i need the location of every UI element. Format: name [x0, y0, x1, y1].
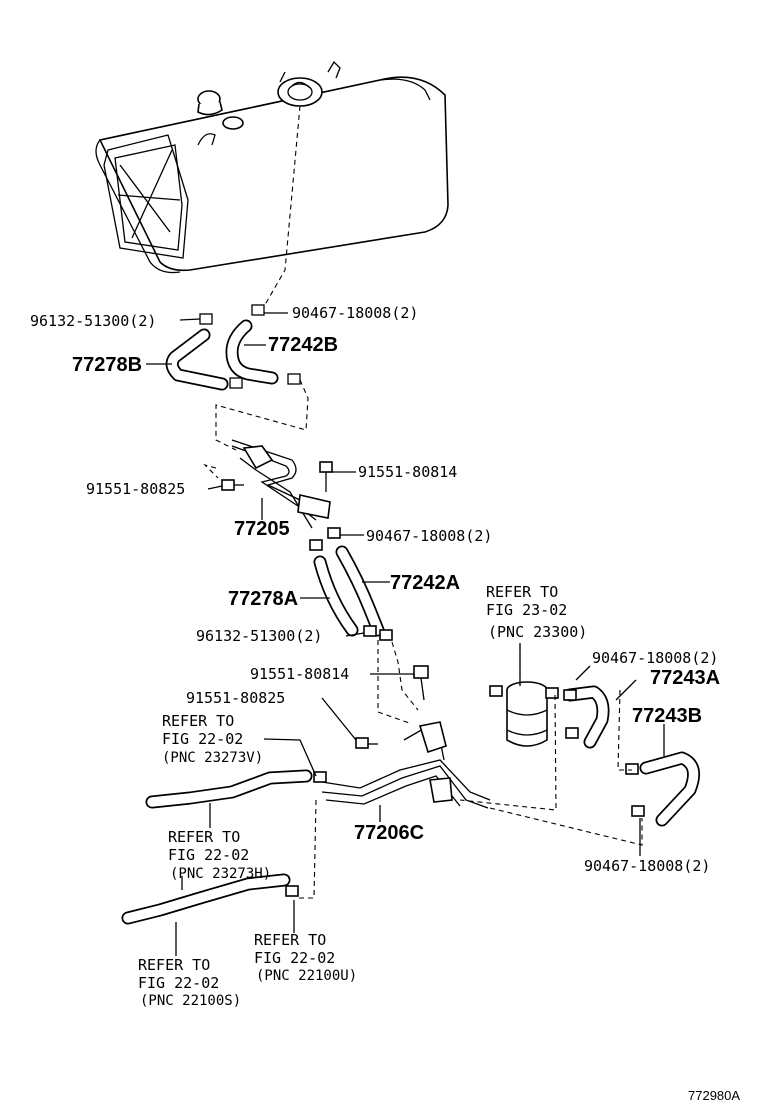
ref-22100S-line3: (PNC 22100S) [140, 993, 241, 1009]
clip-90467-right [563, 689, 645, 817]
clip-96132-mid [363, 625, 393, 641]
leader-lines [146, 312, 665, 956]
ref-23273H-line3: (PNC 23273H) [170, 866, 271, 882]
ref-23273H-line2: FIG 22-02 [168, 846, 249, 864]
ref-fig22-22100U: REFER TO FIG 22-02 (PNC 22100U) [254, 931, 357, 984]
ref-23273V-line2: FIG 22-02 [162, 730, 243, 748]
hose-77243B [639, 751, 701, 827]
ref-23273V-line1: REFER TO [162, 712, 234, 730]
label-90467-18008-right: 90467-18008(2) [592, 649, 718, 667]
label-77242B: 77242B [268, 334, 338, 356]
label-77278A: 77278A [228, 588, 298, 610]
hose-77242B [225, 319, 279, 385]
ref-23273H-line1: REFER TO [168, 828, 240, 846]
ref-fig22-23273V: REFER TO FIG 22-02 (PNC 23273V) [162, 712, 263, 766]
pipe-assy-77206C [321, 721, 491, 809]
label-77243B: 77243B [632, 705, 702, 727]
label-91551-80814-upper: 91551-80814 [358, 463, 457, 481]
hose-77278A [313, 555, 359, 637]
label-90467-18008-bottom: 90467-18008(2) [584, 857, 710, 875]
label-96132-51300-top: 96132-51300(2) [30, 312, 156, 330]
hose-77242A [335, 545, 385, 637]
label-91551-80825-lower: 91551-80825 [186, 689, 285, 707]
pipe-assy-77205 [231, 439, 331, 529]
label-91551-80814-lower: 91551-80814 [250, 665, 349, 683]
label-96132-51300-mid: 96132-51300(2) [196, 627, 322, 645]
clip-lower [285, 771, 327, 897]
charcoal-canister [489, 681, 559, 747]
ref-23273V-line3: (PNC 23273V) [162, 750, 263, 766]
bolt-91551-80825-upper [221, 479, 244, 491]
ref-22100S-line1: REFER TO [138, 956, 210, 974]
ref-22100U-line2: FIG 22-02 [254, 949, 335, 967]
bolt-91551-80825-lower [355, 737, 378, 749]
label-77242A: 77242A [390, 572, 460, 594]
ref-22100S-line2: FIG 22-02 [138, 974, 219, 992]
bolt-91551-80814-upper [319, 461, 333, 492]
hose-77243A [563, 685, 610, 749]
label-91551-80825-upper: 91551-80825 [86, 480, 185, 498]
fuel-tank [95, 60, 449, 274]
ref-fig23-line1: REFER TO [486, 583, 558, 601]
diagram-id: 772980A [688, 1088, 740, 1103]
clip-90467-mid [309, 527, 341, 551]
bolt-91551-80814-lower [413, 665, 429, 701]
ref-22100U-line3: (PNC 22100U) [256, 968, 357, 984]
label-90467-18008-top: 90467-18008(2) [292, 304, 418, 322]
hose-ref-23273V [145, 769, 313, 809]
label-77205: 77205 [234, 518, 290, 540]
label-77206C: 77206C [354, 822, 424, 844]
ref-fig22-22100S: REFER TO FIG 22-02 (PNC 22100S) [138, 956, 241, 1009]
label-90467-18008-mid: 90467-18008(2) [366, 527, 492, 545]
label-77243A: 77243A [650, 667, 720, 689]
ref-22100U-line1: REFER TO [254, 931, 326, 949]
hose-77278B [165, 328, 229, 391]
ref-fig23-line2: FIG 23-02 [486, 601, 567, 619]
ref-fig23: REFER TO FIG 23-02 (PNC 23300) [486, 583, 587, 641]
ref-fig23-line3: (PNC 23300) [488, 623, 587, 641]
ref-fig22-23273H: REFER TO FIG 22-02 (PNC 23273H) [168, 828, 271, 882]
hose-ref-22100S [121, 873, 291, 925]
label-77278B: 77278B [72, 354, 142, 376]
